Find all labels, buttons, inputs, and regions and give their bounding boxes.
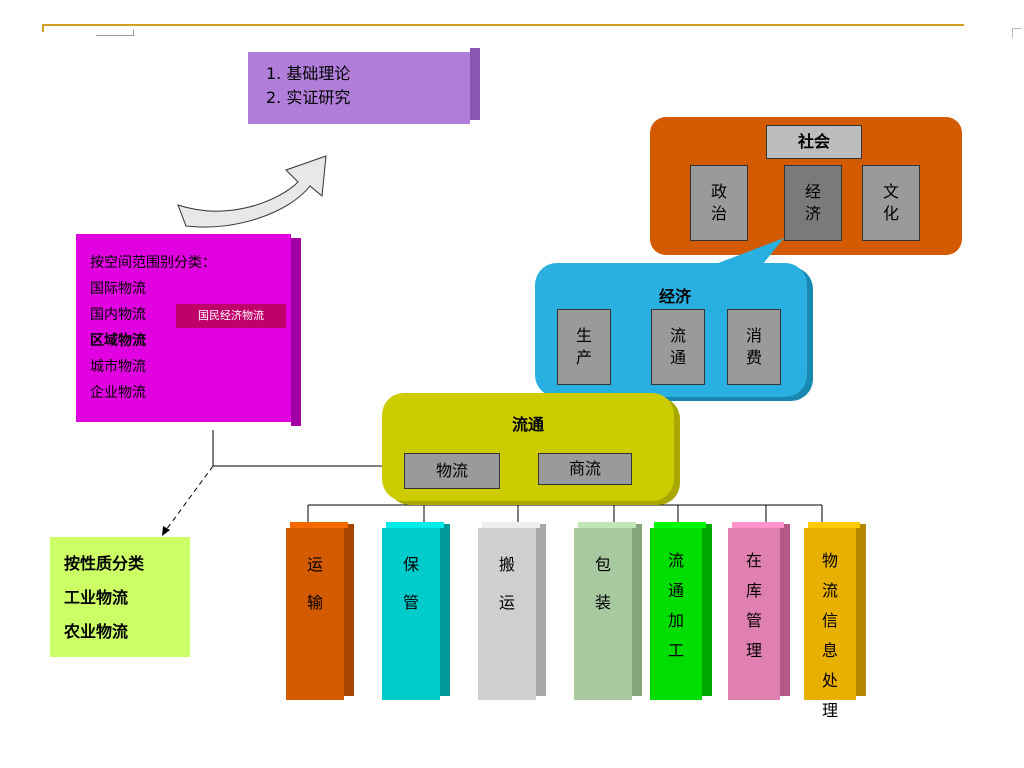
function-label: 流 通 加 工 <box>667 551 684 660</box>
function-column-side <box>536 524 546 696</box>
circulation-commerce: 商流 <box>538 453 632 485</box>
spatial-list: 按空间范围别分类： 国际物流 国内物流 区域物流 城市物流 企业物流 <box>90 250 216 406</box>
spatial-box-side <box>291 238 301 426</box>
dashed-arrow-line <box>165 465 214 531</box>
dashed-arrow-head <box>162 526 170 536</box>
function-column-top <box>654 522 706 528</box>
theory-list: 1. 基础理论 2. 实证研究 <box>266 62 350 110</box>
economy-box: 经济 生 产 流 通 消 费 <box>535 263 815 401</box>
spatial-urban: 城市物流 <box>90 359 146 375</box>
society-culture: 文 化 <box>862 165 920 241</box>
nature-agricultural: 农业物流 <box>64 622 129 641</box>
theory-box-front <box>248 52 470 124</box>
function-column-top <box>732 522 784 528</box>
nature-industrial: 工业物流 <box>64 588 129 607</box>
spatial-domestic: 国内物流 <box>90 307 146 323</box>
function-column-front <box>804 528 856 700</box>
function-column-side <box>440 524 450 696</box>
function-label: 包 装 <box>594 555 611 612</box>
economy-consumption: 消 费 <box>727 309 781 385</box>
function-column-top <box>578 522 636 528</box>
top-tick-left <box>42 24 44 32</box>
spatial-regional: 区域物流 <box>90 333 146 349</box>
function-column-side <box>702 524 712 696</box>
theory-item-basic: 1. 基础理论 <box>266 64 351 83</box>
function-column-top <box>808 522 860 528</box>
function-column-side <box>780 524 790 696</box>
society-title: 社会 <box>766 125 862 159</box>
theory-box-side <box>470 48 480 120</box>
economy-circulation: 流 通 <box>651 309 705 385</box>
circulation-box: 流通 物流 商流 <box>382 393 682 505</box>
nature-classification-box: 按性质分类 工业物流 农业物流 <box>50 537 190 657</box>
top-tick-right <box>1012 28 1022 38</box>
top-bracket <box>96 30 134 36</box>
function-label: 搬 运 <box>498 555 515 612</box>
top-rule <box>42 24 964 26</box>
nature-list: 按性质分类 工业物流 农业物流 <box>64 547 144 649</box>
theory-box: 1. 基础理论 2. 实证研究 <box>248 48 483 137</box>
function-label: 保 管 <box>402 555 419 612</box>
function-label: 在 库 管 理 <box>745 551 762 660</box>
function-column-side <box>632 524 642 696</box>
circulation-title: 流通 <box>511 415 544 434</box>
spatial-enterprise: 企业物流 <box>90 385 146 401</box>
function-column-front <box>650 528 702 700</box>
function-column-front <box>382 528 440 700</box>
function-column-front <box>478 528 536 700</box>
society-politics: 政 治 <box>690 165 748 241</box>
function-column-top <box>482 522 540 528</box>
function-column-top <box>290 522 348 528</box>
circulation-logistics: 物流 <box>404 453 500 489</box>
function-label: 物 流 信 息 处 理 <box>821 551 838 720</box>
society-economy: 经 济 <box>784 165 842 241</box>
function-column-front <box>286 528 344 700</box>
nature-title: 按性质分类 <box>64 554 145 573</box>
function-column-front <box>574 528 632 700</box>
spatial-international: 国际物流 <box>90 281 146 297</box>
economy-production: 生 产 <box>557 309 611 385</box>
function-column-top <box>386 522 444 528</box>
spatial-classification-box: 按空间范围别分类： 国际物流 国内物流 区域物流 城市物流 企业物流 国民经济物… <box>76 234 301 430</box>
function-label: 运 输 <box>306 555 323 612</box>
theory-item-empirical: 2. 实证研究 <box>266 88 351 107</box>
economy-title: 经济 <box>658 287 691 306</box>
spatial-title: 按空间范围别分类： <box>90 255 216 271</box>
national-economy-label: 国民经济物流 <box>176 304 286 328</box>
function-column-side <box>344 524 354 696</box>
function-column-front <box>728 528 780 700</box>
function-column-side <box>856 524 866 696</box>
society-box: 社会 政 治 经 济 文 化 <box>650 117 970 259</box>
spatial-box-front <box>76 234 291 422</box>
curved-arrow <box>177 155 327 228</box>
economy-callout-pointer <box>700 238 784 270</box>
